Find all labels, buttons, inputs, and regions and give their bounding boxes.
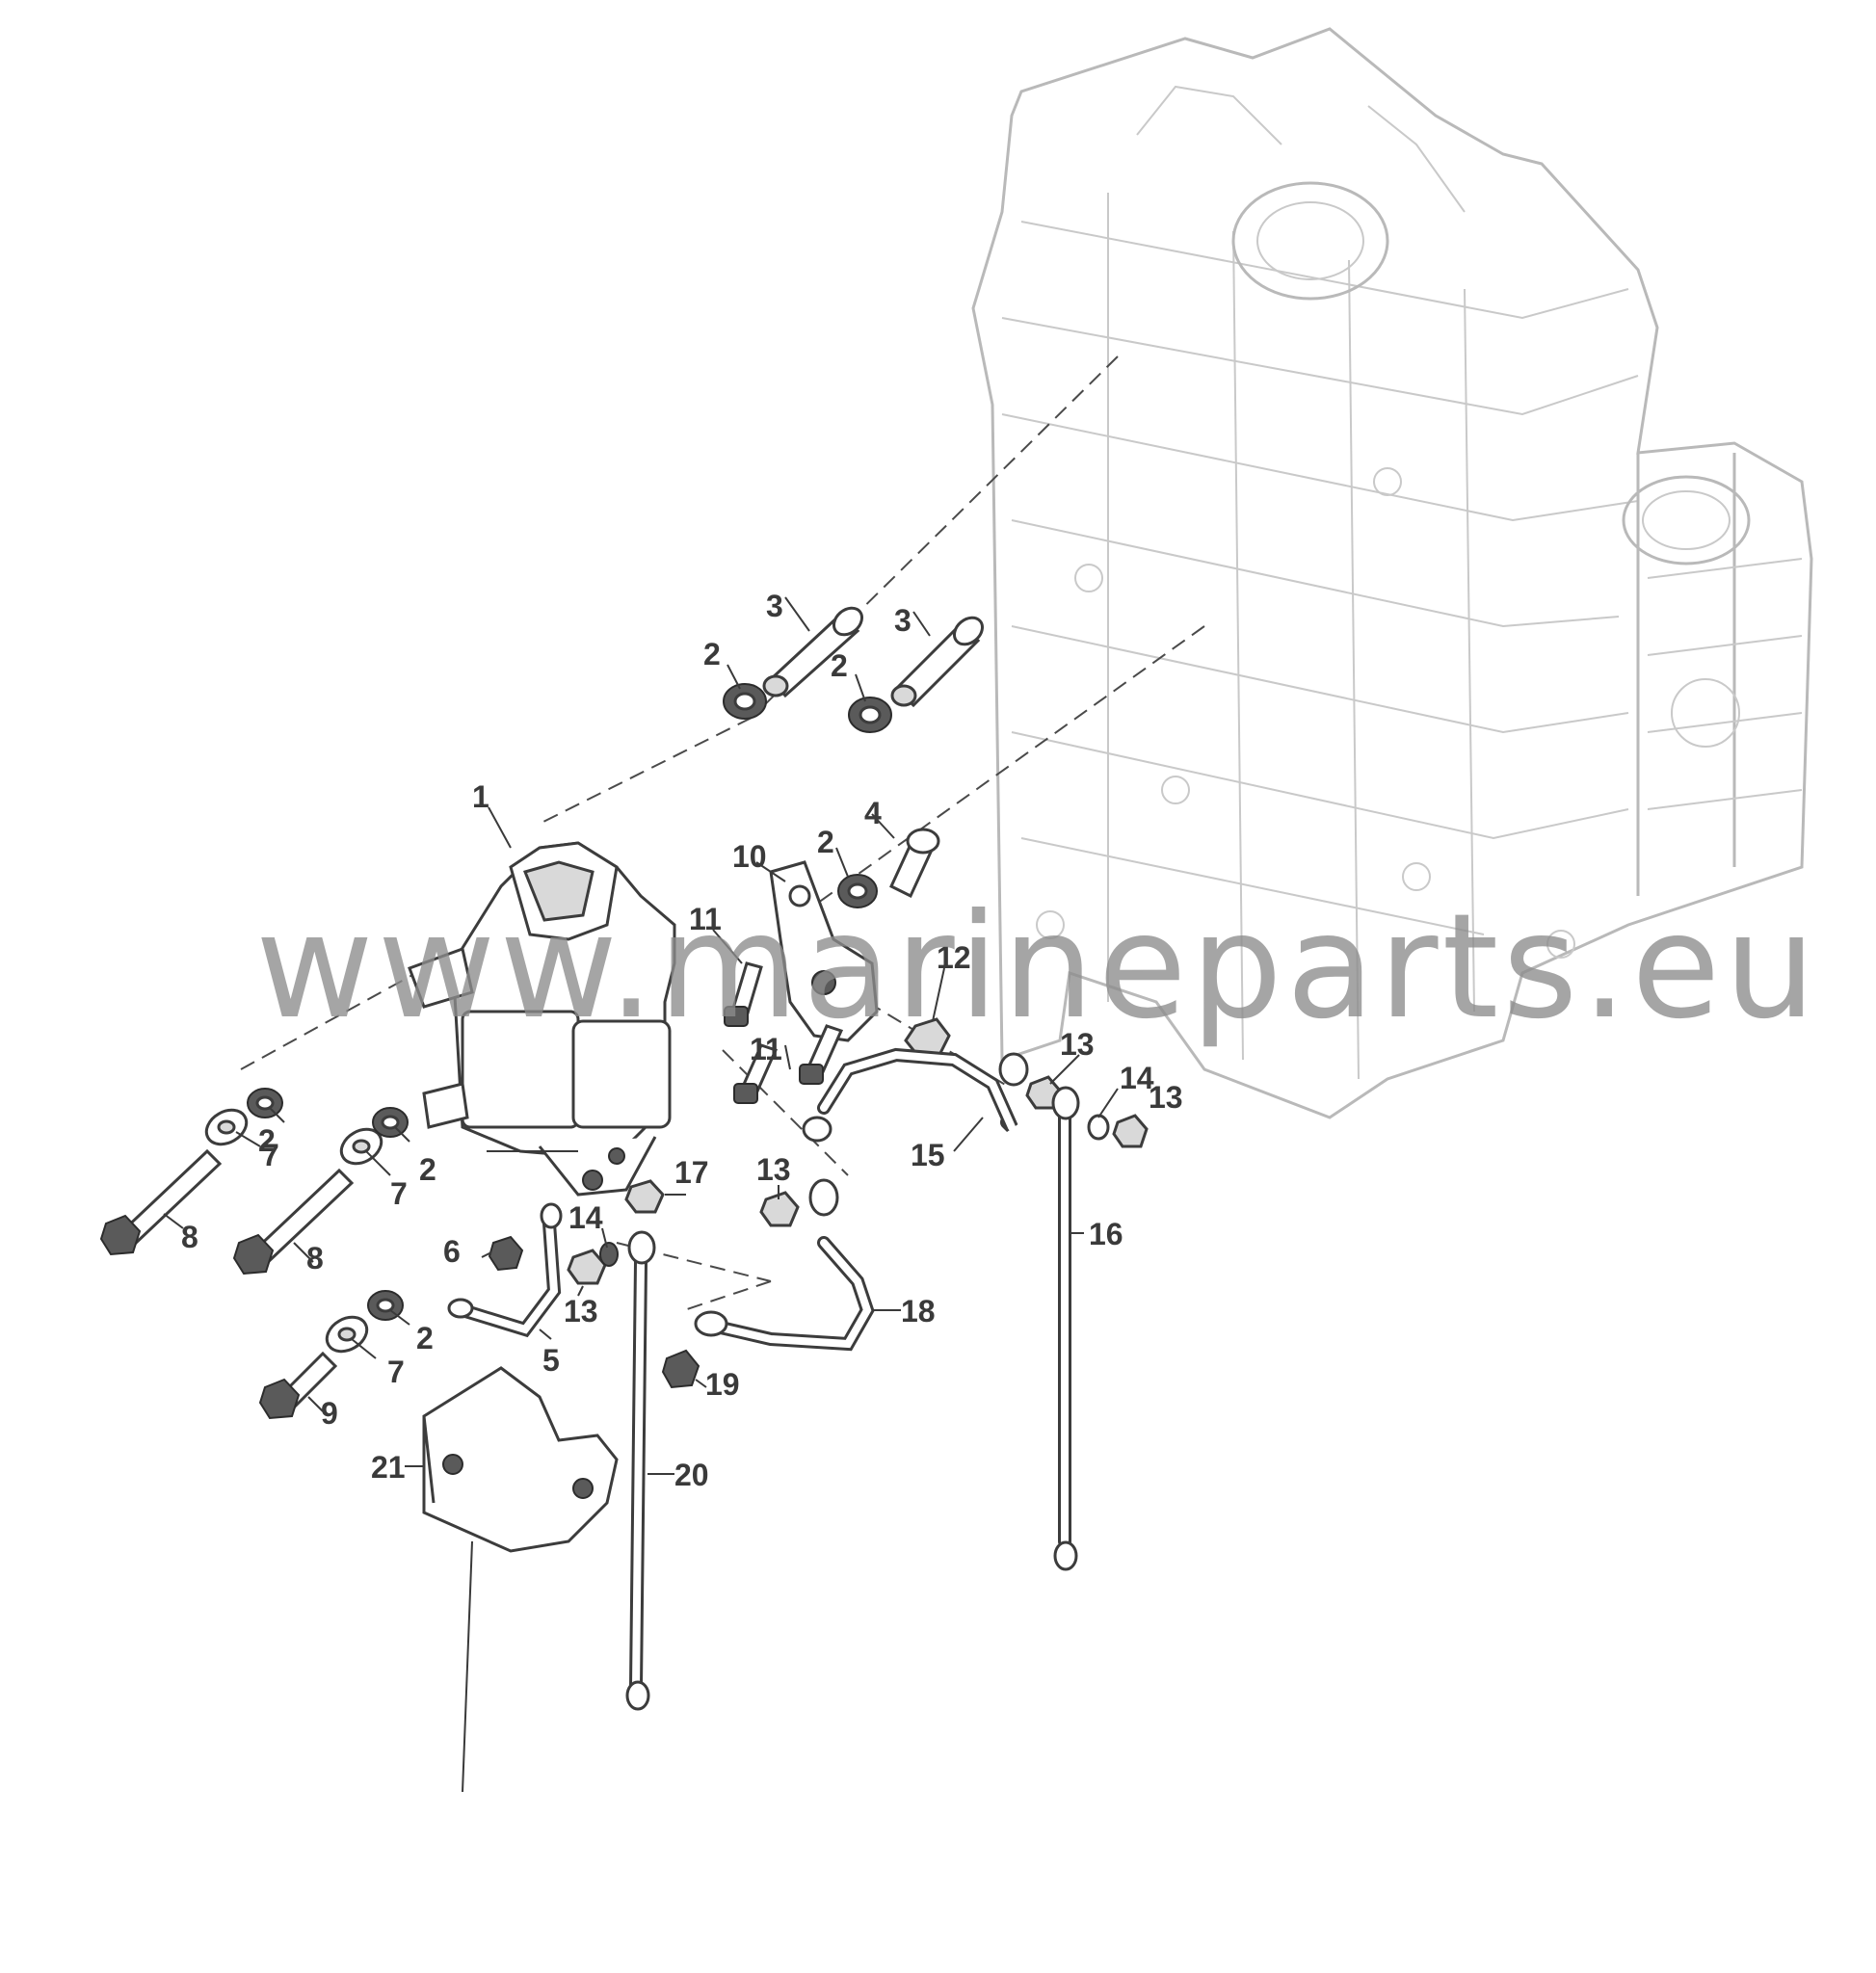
grommet-2-mid	[837, 874, 878, 908]
watermark-text: www.marineparts.eu	[255, 883, 1820, 1051]
callout-8: 8	[181, 1220, 198, 1254]
washer-14-left	[599, 1242, 619, 1267]
cable-16	[1051, 1086, 1080, 1571]
cable-20	[625, 1230, 656, 1711]
nut-13-center	[759, 1191, 800, 1227]
callout-7: 7	[262, 1138, 279, 1172]
callout-21: 21	[371, 1450, 406, 1485]
callout-4: 4	[864, 796, 882, 830]
callout-2: 2	[416, 1321, 434, 1355]
grommet-2-right	[372, 1107, 409, 1138]
bolt-6	[488, 1235, 524, 1272]
sleeve-4	[889, 828, 940, 899]
nut-17	[624, 1179, 665, 1214]
bracket-10	[769, 860, 879, 1042]
bolt-19	[661, 1349, 700, 1389]
bolt-11-upper	[724, 961, 763, 1027]
callout-7: 7	[390, 1176, 408, 1211]
callout-3: 3	[894, 603, 912, 638]
callout-14: 14	[1120, 1061, 1154, 1095]
sleeve-3a	[762, 606, 863, 698]
callout-5: 5	[542, 1343, 560, 1378]
bolt-8-right	[232, 1168, 355, 1276]
callout-1: 1	[472, 779, 489, 814]
sleeve-3b	[890, 616, 984, 708]
callout-11: 11	[689, 902, 722, 936]
washer-7-right	[339, 1127, 383, 1166]
callout-labels: 1 2 3 2 3 4 2 10 11 11 12 13 14 13 15 16…	[181, 589, 1183, 1492]
callout-13: 13	[1060, 1027, 1095, 1062]
callout-18: 18	[901, 1294, 936, 1328]
callout-13: 13	[756, 1152, 791, 1187]
callout-3: 3	[766, 589, 783, 623]
nut-13-right	[1112, 1114, 1149, 1148]
bolt-11-lower-left	[733, 1043, 779, 1104]
callout-2: 2	[817, 825, 834, 859]
callout-13: 13	[564, 1294, 598, 1328]
cable-5	[447, 1202, 563, 1338]
callout-15: 15	[911, 1138, 945, 1172]
cable-15	[802, 1047, 1029, 1143]
cover-21	[422, 1366, 619, 1793]
callout-16: 16	[1089, 1217, 1123, 1251]
cable-18	[694, 1178, 875, 1352]
callout-11: 11	[750, 1032, 782, 1066]
callout-2: 2	[258, 1123, 276, 1158]
callout-6: 6	[443, 1234, 461, 1269]
washer-14-right	[1087, 1114, 1110, 1141]
grommet-2-top-left	[723, 683, 767, 720]
callout-8: 8	[306, 1241, 324, 1276]
callout-2: 2	[703, 637, 721, 671]
callout-17: 17	[674, 1155, 709, 1190]
grommet-2-top-right	[848, 697, 892, 733]
engine-block-outline	[971, 27, 1813, 1119]
callout-leaders	[163, 596, 1119, 1475]
grommet-2-left	[247, 1088, 283, 1118]
callout-2: 2	[419, 1152, 436, 1187]
bolt-11-lower-right	[799, 1024, 844, 1085]
nut-13-left	[567, 1249, 607, 1285]
callout-2: 2	[831, 648, 848, 683]
callout-20: 20	[674, 1458, 709, 1492]
starter-motor	[408, 841, 676, 1197]
callout-14: 14	[568, 1200, 603, 1235]
bolt-9	[258, 1351, 338, 1420]
callout-9: 9	[321, 1396, 338, 1431]
callout-7: 7	[387, 1355, 405, 1389]
washer-7-left	[204, 1108, 249, 1146]
callout-12: 12	[937, 940, 971, 975]
bolt-8-left	[99, 1148, 223, 1256]
callout-19: 19	[705, 1367, 740, 1402]
callout-10: 10	[732, 839, 767, 874]
callout-13: 13	[1149, 1080, 1183, 1115]
